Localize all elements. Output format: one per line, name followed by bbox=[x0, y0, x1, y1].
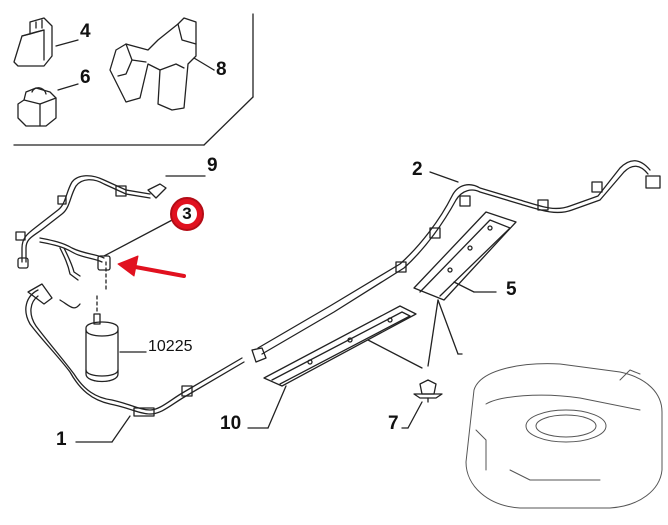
callout-10225: 10225 bbox=[148, 338, 193, 355]
pipe-part-3 bbox=[39, 217, 177, 293]
red-arrow bbox=[117, 255, 186, 278]
pipe-part-1 bbox=[25, 283, 245, 443]
fuel-filter-10225 bbox=[85, 295, 147, 383]
inset-frame bbox=[13, 13, 254, 146]
callout-5: 5 bbox=[506, 279, 517, 300]
fastener-part-7 bbox=[401, 379, 443, 429]
clip-part-6 bbox=[17, 83, 79, 127]
fastener-leaders bbox=[367, 299, 463, 369]
highlight-badge: 3 bbox=[170, 197, 204, 231]
callout-10: 10 bbox=[220, 413, 242, 434]
callout-3: 3 bbox=[177, 204, 197, 224]
pipe-part-2 bbox=[251, 160, 661, 363]
callout-7: 7 bbox=[388, 413, 399, 434]
callout-4: 4 bbox=[80, 21, 91, 42]
shield-part-10 bbox=[247, 305, 417, 429]
callout-6: 6 bbox=[80, 67, 91, 88]
hose-part-9 bbox=[15, 175, 206, 269]
bracket-part-8 bbox=[109, 17, 215, 111]
callout-1: 1 bbox=[56, 429, 67, 450]
fuel-tank bbox=[465, 363, 663, 509]
callout-9: 9 bbox=[207, 155, 218, 176]
callout-2: 2 bbox=[412, 159, 423, 180]
clip-part-4 bbox=[13, 17, 79, 67]
shield-part-5 bbox=[413, 211, 517, 301]
callout-8: 8 bbox=[216, 59, 227, 80]
